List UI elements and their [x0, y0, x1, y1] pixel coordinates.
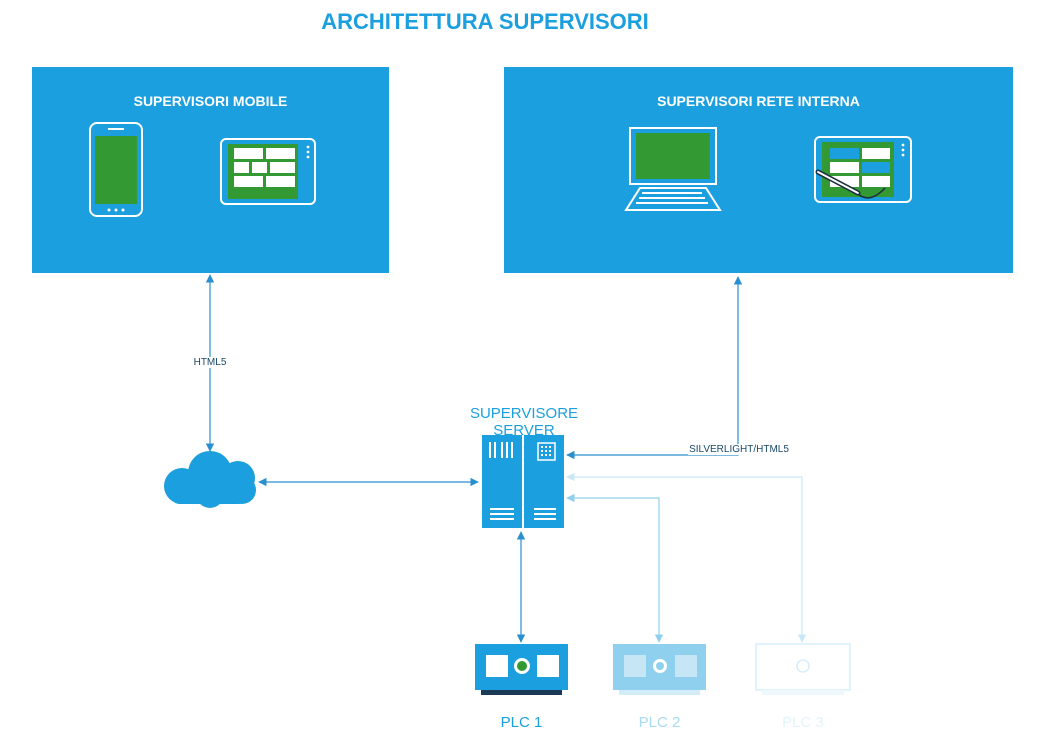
stylus-tablet-icon — [814, 136, 912, 203]
link-label-html5: HTML5 — [185, 357, 235, 368]
smartphone-icon — [89, 122, 143, 217]
server-icon — [482, 435, 564, 528]
plc-2-label: PLC 2 — [638, 714, 681, 731]
link-label-silverlight-html5: SILVERLIGHT/HTML5 — [688, 444, 790, 455]
plc-1-icon — [475, 644, 568, 695]
panel-title-internal: SUPERVISORI RETE INTERNA — [657, 93, 860, 109]
plc2-link-line — [566, 493, 664, 643]
panel-title-mobile: SUPERVISORI MOBILE — [133, 93, 288, 109]
server-label: SUPERVISORE SERVER — [469, 405, 579, 439]
plc3-link-line — [566, 472, 807, 643]
tablet-icon — [220, 138, 316, 205]
page-title: ARCHITETTURA SUPERVISORI — [321, 9, 649, 34]
plc-2-icon — [613, 644, 706, 695]
panel-supervisori-rete-interna: SUPERVISORI RETE INTERNA — [504, 67, 1013, 273]
plc-3-label: PLC 3 — [782, 714, 824, 731]
desktop-monitor-icon — [624, 127, 722, 211]
plc-3-icon — [755, 643, 851, 695]
cloud-icon — [164, 451, 256, 508]
internal-link-line — [566, 276, 743, 460]
plc-1-label: PLC 1 — [500, 714, 543, 731]
